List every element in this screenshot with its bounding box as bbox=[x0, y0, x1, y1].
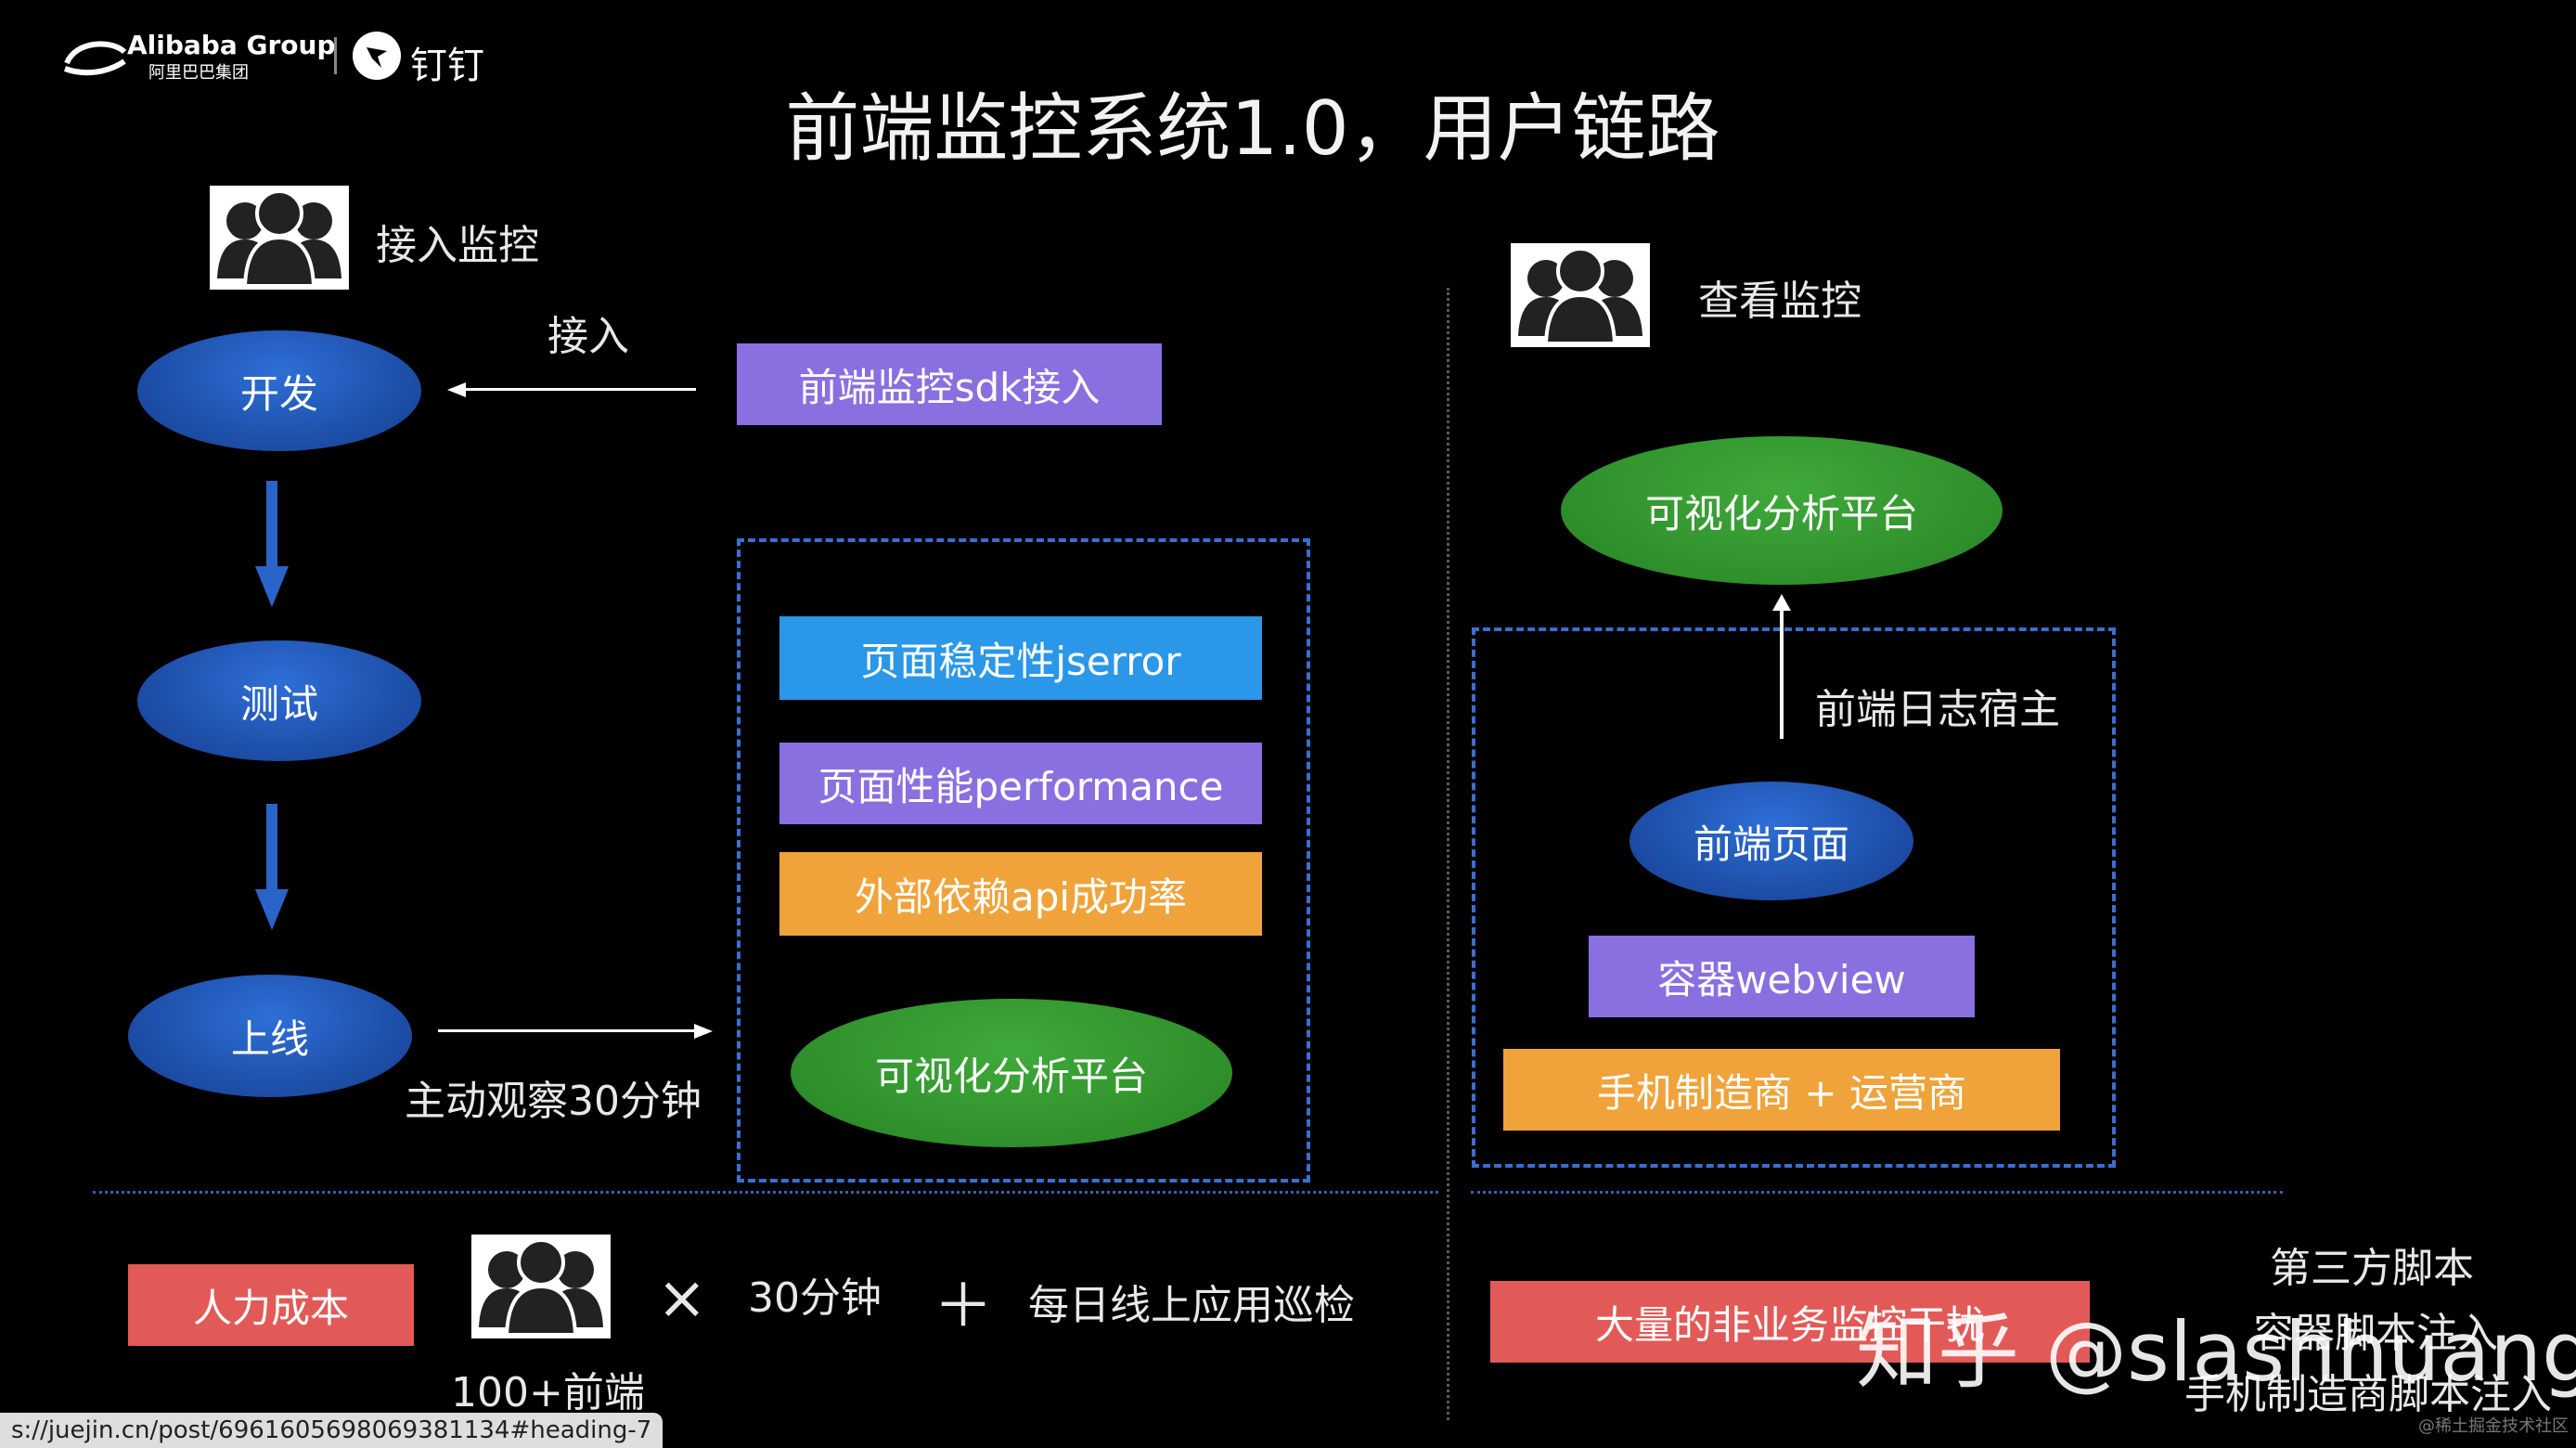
step-dev: 开发 bbox=[137, 330, 421, 451]
interference-box: 大量的非业务监控干扰 bbox=[1490, 1281, 2090, 1363]
metric-jserror: 页面稳定性jserror bbox=[779, 616, 1262, 700]
right-horizontal-divider bbox=[1471, 1191, 2283, 1194]
dingtalk-text: 钉钉 bbox=[410, 45, 484, 87]
logo-divider bbox=[334, 37, 337, 74]
access-arrow-line bbox=[460, 388, 696, 391]
container-script: 容器脚本注入 bbox=[2253, 1310, 2498, 1357]
left-horizontal-divider bbox=[93, 1191, 1438, 1194]
third-party-script: 第三方脚本 bbox=[2270, 1245, 2474, 1292]
metric-performance: 页面性能performance bbox=[779, 743, 1262, 824]
corner-mark: @稀土掘金技术社区 bbox=[2418, 1416, 2569, 1436]
view-monitor-label: 查看监控 bbox=[1698, 278, 1861, 325]
alibaba-logo-text: Alibaba Group bbox=[127, 30, 336, 60]
daily-inspection-label: 每日线上应用巡检 bbox=[1028, 1282, 1355, 1329]
users-icon-bottom bbox=[471, 1235, 611, 1338]
observe-arrowhead bbox=[694, 1024, 713, 1039]
step-online: 上线 bbox=[128, 975, 412, 1097]
step-test: 测试 bbox=[137, 640, 421, 761]
down-arrow-1 bbox=[255, 481, 289, 611]
observe-arrow-line bbox=[438, 1029, 698, 1032]
plus-sign: ＋ bbox=[934, 1273, 993, 1341]
minutes-label: 30分钟 bbox=[748, 1274, 882, 1322]
observe-label: 主动观察30分钟 bbox=[405, 1078, 702, 1125]
users-icon bbox=[210, 186, 349, 290]
host-group bbox=[1472, 627, 2116, 1168]
left-analysis-platform: 可视化分析平台 bbox=[791, 999, 1232, 1147]
alibaba-logo-icon bbox=[63, 41, 127, 76]
vendor-script: 手机制造商脚本注入 bbox=[2184, 1371, 2552, 1418]
alibaba-logo-cn: 阿里巴巴集团 bbox=[148, 63, 249, 83]
host-label: 前端日志宿主 bbox=[1815, 686, 2060, 733]
host-up-arrow bbox=[1771, 594, 1793, 739]
frontend-page: 前端页面 bbox=[1629, 782, 1913, 900]
access-arrow-label: 接入 bbox=[547, 313, 629, 360]
alibaba-logo: Alibaba Group 阿里巴巴集团 bbox=[58, 28, 336, 84]
sdk-access-box: 前端监控sdk接入 bbox=[737, 343, 1162, 425]
dingtalk-logo: 钉钉 bbox=[353, 28, 501, 87]
dingtalk-icon bbox=[353, 32, 401, 80]
cost-box: 人力成本 bbox=[128, 1264, 414, 1346]
right-analysis-platform: 可视化分析平台 bbox=[1561, 436, 2003, 585]
count-label: 100+前端 bbox=[451, 1369, 645, 1416]
container-webview: 容器webview bbox=[1589, 936, 1975, 1017]
status-url[interactable]: s://juejin.cn/post/6961605698069381134#h… bbox=[0, 1413, 663, 1448]
access-arrowhead bbox=[447, 382, 466, 397]
multiply-sign: × bbox=[657, 1264, 707, 1333]
metric-api-success: 外部依赖api成功率 bbox=[779, 852, 1262, 936]
page-title: 前端监控系统1.0，用户链路 bbox=[785, 85, 1720, 172]
center-divider bbox=[1447, 288, 1449, 1420]
vendor-box: 手机制造商 + 运营商 bbox=[1503, 1049, 2060, 1131]
zhihu-watermark: 知乎 @slashhuang bbox=[1856, 1304, 2576, 1400]
metrics-group bbox=[737, 538, 1310, 1183]
access-monitor-label: 接入监控 bbox=[376, 222, 539, 269]
users-icon-right bbox=[1511, 243, 1650, 347]
down-arrow-2 bbox=[255, 804, 289, 934]
